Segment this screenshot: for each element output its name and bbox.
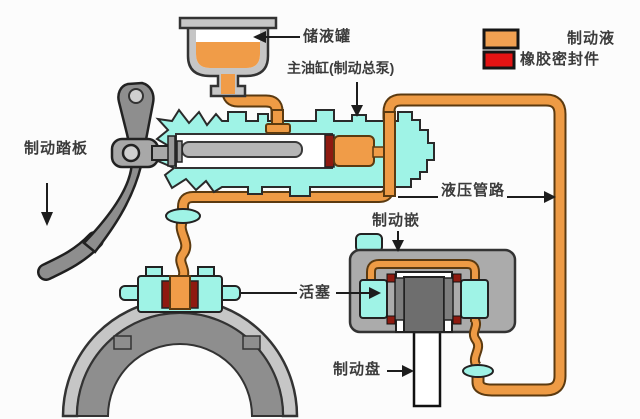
drum-hose bbox=[177, 216, 190, 284]
caliper-piston-right bbox=[460, 279, 489, 319]
brake-pad-right bbox=[443, 277, 454, 321]
caliper-seal-1 bbox=[386, 273, 396, 283]
pedal-arrowhead bbox=[41, 212, 53, 226]
reservoir-neck-fluid bbox=[221, 74, 235, 94]
reservoir-label: 储液罐 bbox=[303, 28, 352, 45]
wheel-cylinder-seal-left bbox=[161, 280, 171, 309]
caliper-seal-2 bbox=[386, 315, 396, 325]
brake-shoe-tab-right bbox=[242, 335, 261, 350]
brake-disc-label: 制动盘 bbox=[333, 361, 382, 378]
pedal-lever bbox=[82, 81, 155, 254]
piston-label: 活塞 bbox=[299, 284, 332, 301]
piston-arrowhead bbox=[369, 287, 381, 299]
piston-rod bbox=[181, 141, 303, 158]
brake-caliper-label: 制动嵌 bbox=[372, 212, 421, 229]
disc-arrowhead bbox=[402, 365, 414, 377]
reservoir-cap bbox=[178, 16, 278, 30]
caliper-seal-4 bbox=[452, 315, 462, 325]
wheel-cylinder bbox=[119, 266, 241, 313]
brake-disc-extension bbox=[412, 330, 442, 408]
caliper-piston-left bbox=[359, 279, 388, 319]
caliper-hose bbox=[470, 318, 482, 368]
drum-hose-fitting bbox=[165, 208, 201, 224]
fluid-reservoir bbox=[178, 16, 278, 98]
wheel-cylinder-fluid bbox=[169, 275, 191, 310]
caliper-hose-fitting bbox=[462, 364, 494, 378]
brake-pedal bbox=[37, 81, 183, 281]
wheel-cylinder-seal-right bbox=[189, 280, 199, 309]
legend-swatch-brake-fluid bbox=[482, 28, 520, 50]
legend bbox=[482, 28, 520, 70]
legend-swatch-rubber-seal bbox=[482, 50, 516, 70]
brake-shoe-tab-left bbox=[113, 335, 132, 350]
master-cylinder-seal bbox=[324, 134, 335, 168]
outlet-passage bbox=[383, 111, 396, 197]
master-cylinder-arrowhead bbox=[351, 105, 363, 117]
annotations bbox=[41, 31, 556, 377]
master-cylinder bbox=[155, 108, 435, 197]
hydraulic-line-label: 液压管路 bbox=[441, 182, 506, 199]
master-cylinder-label: 主油缸(制动总泵) bbox=[287, 60, 395, 76]
reservoir-inlet-flange bbox=[265, 123, 291, 134]
pipe-to-caliper bbox=[384, 95, 565, 395]
reservoir-fluid bbox=[196, 42, 260, 68]
legend-rubber-seal-label: 橡胶密封件 bbox=[520, 51, 601, 68]
caliper-channel bbox=[368, 261, 478, 322]
pushrod-flange-1 bbox=[167, 135, 176, 167]
disc-brake-caliper bbox=[348, 233, 517, 408]
brake-disc-section bbox=[403, 276, 445, 333]
caliper-seal-3 bbox=[452, 273, 462, 283]
caliper-arrowhead bbox=[392, 240, 404, 252]
legend-brake-fluid-label: 制动液 bbox=[567, 30, 616, 47]
fluid-chamber bbox=[333, 135, 375, 167]
reservoir-arrowhead bbox=[253, 31, 266, 43]
brake-pedal-label: 制动踏板 bbox=[24, 140, 89, 157]
pushrod-flange-2 bbox=[176, 140, 183, 163]
drum-brake bbox=[61, 297, 299, 418]
pedal-pivot-hole bbox=[128, 88, 144, 104]
clevis-pin bbox=[121, 143, 141, 163]
hydraulic-line-arrowhead bbox=[544, 191, 556, 203]
brake-pad-left bbox=[394, 277, 405, 321]
